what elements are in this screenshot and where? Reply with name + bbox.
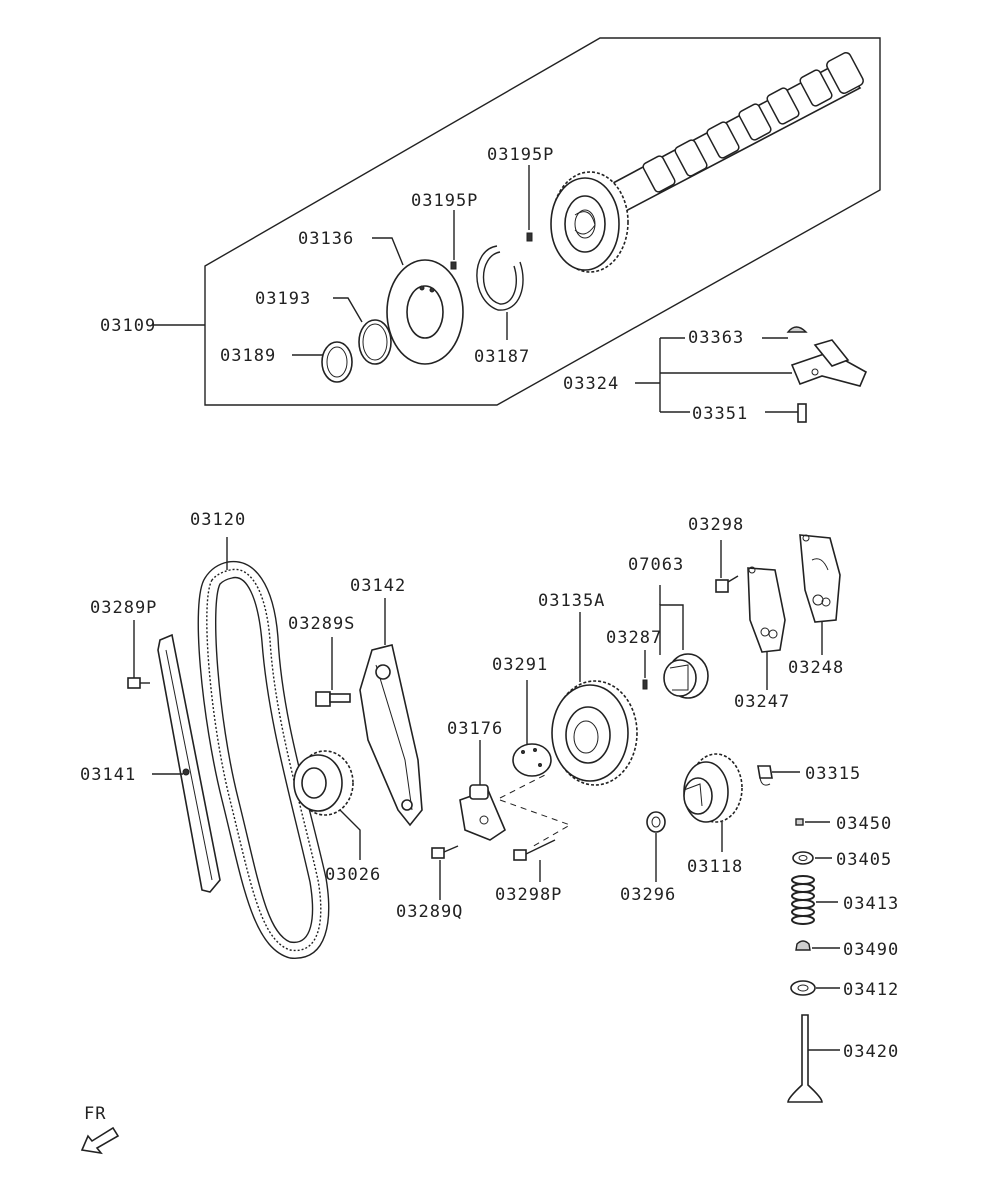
label-03420: 03420 [843, 1042, 899, 1062]
timing-chain [197, 537, 330, 959]
label-03136: 03136 [298, 229, 354, 249]
bolt-03298 [715, 540, 739, 593]
label-03247: 03247 [734, 692, 790, 712]
label-03412: 03412 [843, 980, 899, 1000]
label-03413: 03413 [843, 894, 899, 914]
gasket-03248 [799, 534, 841, 655]
label-03324: 03324 [563, 374, 619, 394]
label-03193: 03193 [255, 289, 311, 309]
pulley-07063 [642, 585, 709, 699]
label-03195p-a: 03195P [487, 145, 554, 165]
rocker-arm-assembly [635, 326, 868, 423]
tensioner-lever [359, 598, 423, 827]
front-direction-arrow [80, 1126, 120, 1155]
snap-ring [476, 245, 524, 311]
crank-sprocket [293, 750, 361, 860]
bolt-03289p [127, 620, 150, 689]
label-03315: 03315 [805, 764, 861, 784]
label-03363: 03363 [688, 328, 744, 348]
label-fr: FR [84, 1104, 106, 1124]
label-03142: 03142 [350, 576, 406, 596]
camshaft [598, 52, 864, 216]
label-03120: 03120 [190, 510, 246, 530]
cover-03247 [747, 566, 786, 690]
camshaft-assembly-frame [152, 37, 881, 406]
label-03248: 03248 [788, 658, 844, 678]
label-03490: 03490 [843, 940, 899, 960]
label-03450: 03450 [836, 814, 892, 834]
chain-tensioner [459, 740, 572, 849]
valve-components [757, 765, 840, 1103]
bolt-03298p [513, 839, 556, 882]
pin-03195p-b [450, 261, 457, 270]
label-03109: 03109 [100, 316, 156, 336]
label-03298p: 03298P [495, 885, 562, 905]
label-03195p-b: 03195P [411, 191, 478, 211]
label-03289s: 03289S [288, 614, 355, 634]
bolt-03289q [431, 845, 459, 900]
chain-guide [152, 633, 221, 893]
ring-03189 [321, 341, 353, 383]
label-03289q: 03289Q [396, 902, 463, 922]
cam-sprocket [550, 171, 629, 273]
label-03351: 03351 [692, 404, 748, 424]
bolt-03289s [315, 637, 351, 707]
part-labels: 03195P 03195P 03136 03193 03109 03189 03… [80, 145, 899, 1124]
label-03118: 03118 [687, 857, 743, 877]
label-07063: 07063 [628, 555, 684, 575]
pin-03195p-a [526, 232, 533, 242]
ring-03193 [358, 319, 392, 365]
label-03289p: 03289P [90, 598, 157, 618]
label-03135a: 03135A [538, 591, 605, 611]
label-03291: 03291 [492, 655, 548, 675]
sprocket-03118 [683, 753, 743, 852]
label-03287: 03287 [606, 628, 662, 648]
label-03189: 03189 [220, 346, 276, 366]
label-03296: 03296 [620, 885, 676, 905]
label-03026: 03026 [325, 865, 381, 885]
sprocket-03135a [551, 612, 638, 786]
plate-03291 [512, 680, 552, 777]
label-03187: 03187 [474, 347, 530, 367]
label-03176: 03176 [447, 719, 503, 739]
label-03405: 03405 [836, 850, 892, 870]
upper-leader-lines [292, 165, 530, 356]
label-03141: 03141 [80, 765, 136, 785]
label-03298: 03298 [688, 515, 744, 535]
nut-03296 [646, 811, 666, 882]
thrust-plate [386, 259, 464, 365]
